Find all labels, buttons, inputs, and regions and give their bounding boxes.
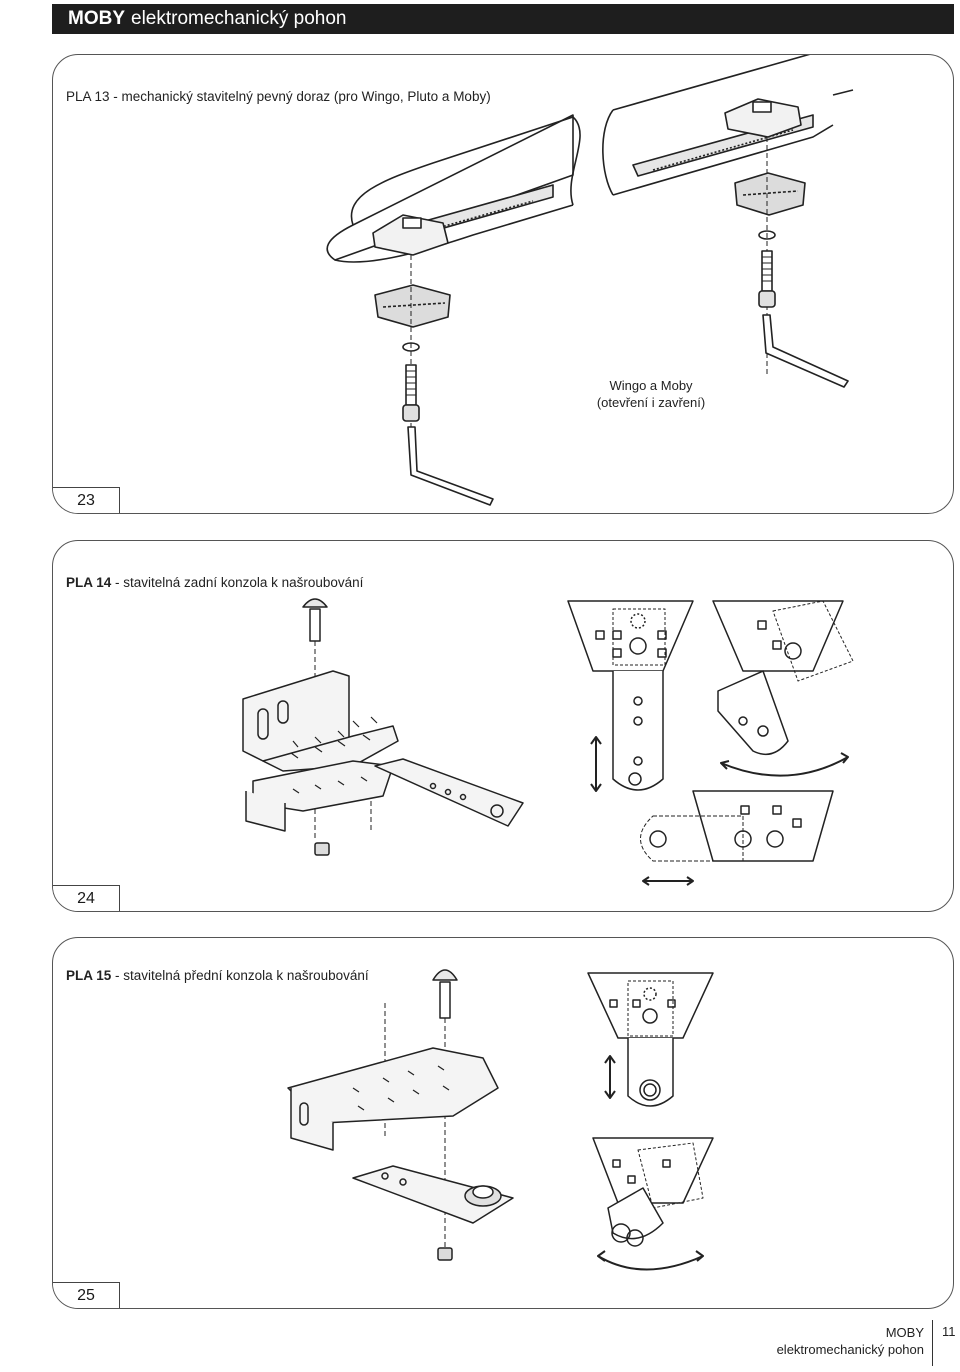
figure-panel-24: PLA 14 - stavitelná zadní konzola k našr…: [52, 540, 954, 912]
header-brand: MOBY: [68, 8, 125, 29]
caption-line-1: Wingo a Moby: [609, 378, 693, 393]
figure-code-24: PLA 14: [66, 575, 112, 590]
footer-divider: [932, 1320, 933, 1366]
rear-bracket-illustration: [242, 598, 854, 886]
figure-caption-23: Wingo a Moby (otevření i zavření): [581, 377, 721, 411]
caption-line-2: (otevření i zavření): [596, 395, 706, 410]
page-number: 11: [942, 1324, 956, 1339]
mechanical-stop-illustration: [326, 55, 854, 506]
header-subtitle: elektromechanický pohon: [131, 8, 347, 29]
figure-title-24: PLA 14 - stavitelná zadní konzola k našr…: [66, 575, 363, 590]
figure-number-24: 24: [53, 885, 120, 911]
figure-code-25: PLA 15: [66, 968, 112, 983]
figure-panel-25: PLA 15 - stavitelná přední konzola k naš…: [52, 937, 954, 1309]
figure-number-23: 23: [53, 487, 120, 513]
page-footer: MOBY elektromechanický pohon: [777, 1324, 924, 1358]
figure-title-25: PLA 15 - stavitelná přední konzola k naš…: [66, 968, 369, 983]
front-bracket-illustration: [287, 969, 714, 1271]
figure-title-23: PLA 13 - mechanický stavitelný pevný dor…: [66, 89, 491, 104]
footer-brand: MOBY: [885, 1325, 924, 1340]
figure-number-25: 25: [53, 1282, 120, 1308]
figure-desc-24: - stavitelná zadní konzola k našroubován…: [111, 575, 364, 590]
footer-subtitle: elektromechanický pohon: [776, 1342, 924, 1357]
figure-desc-25: - stavitelná přední konzola k našroubová…: [111, 968, 369, 983]
figure-panel-23: PLA 13 - mechanický stavitelný pevný dor…: [52, 54, 954, 514]
page-header: MOBY elektromechanický pohon: [52, 4, 954, 34]
